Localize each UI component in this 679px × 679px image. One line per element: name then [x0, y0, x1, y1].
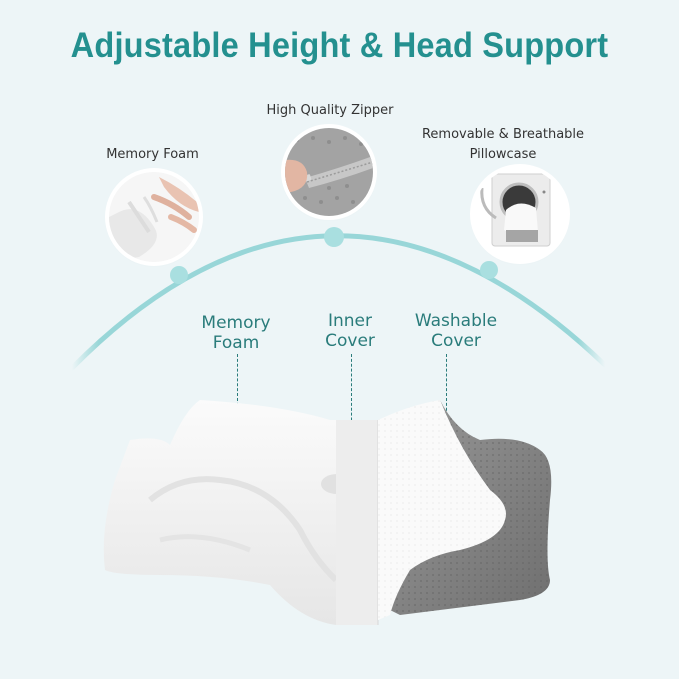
hand-pressing-foam-icon — [109, 172, 199, 262]
layer-label-inner-cover: Inner Cover — [325, 311, 375, 351]
arc-node-center — [324, 227, 344, 247]
leader-line-inner-cover — [351, 354, 352, 440]
washing-machine-icon — [474, 168, 566, 260]
feature-label-zipper: High Quality Zipper — [266, 103, 394, 118]
layer-label-washable-cover: Washable Cover — [414, 311, 498, 351]
arc-node-left — [170, 266, 188, 284]
zipper-icon — [285, 128, 373, 216]
feature-label-pillowcase: Removable & Breathable Pillowcase — [421, 127, 585, 162]
feature-label-memory-foam: Memory Foam — [106, 147, 199, 162]
leader-line-memory-foam — [237, 354, 238, 440]
arc-node-right — [480, 261, 498, 279]
pillow-illustration — [103, 400, 552, 625]
page-title: Adjustable Height & Head Support — [70, 26, 609, 65]
leader-line-washable-cover — [446, 354, 447, 440]
layer-label-memory-foam: Memory Foam — [201, 313, 271, 353]
